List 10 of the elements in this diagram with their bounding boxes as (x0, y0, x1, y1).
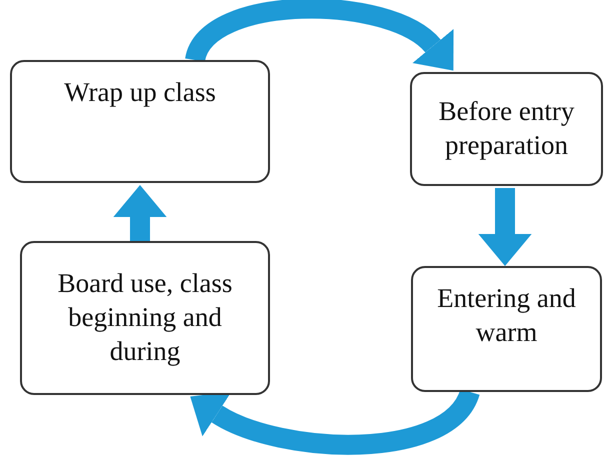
rounded-box (20, 241, 270, 395)
block-arrow (478, 188, 532, 266)
box-label: Wrap up class (64, 76, 216, 109)
block-arrow (113, 185, 167, 241)
rounded-box (411, 266, 602, 392)
box-label: Entering and warm (436, 282, 577, 349)
rounded-box (410, 72, 603, 186)
box-label: Before entry preparation (438, 95, 576, 162)
rounded-box (10, 60, 270, 183)
box-label: Board use, class beginning and during (56, 267, 234, 368)
